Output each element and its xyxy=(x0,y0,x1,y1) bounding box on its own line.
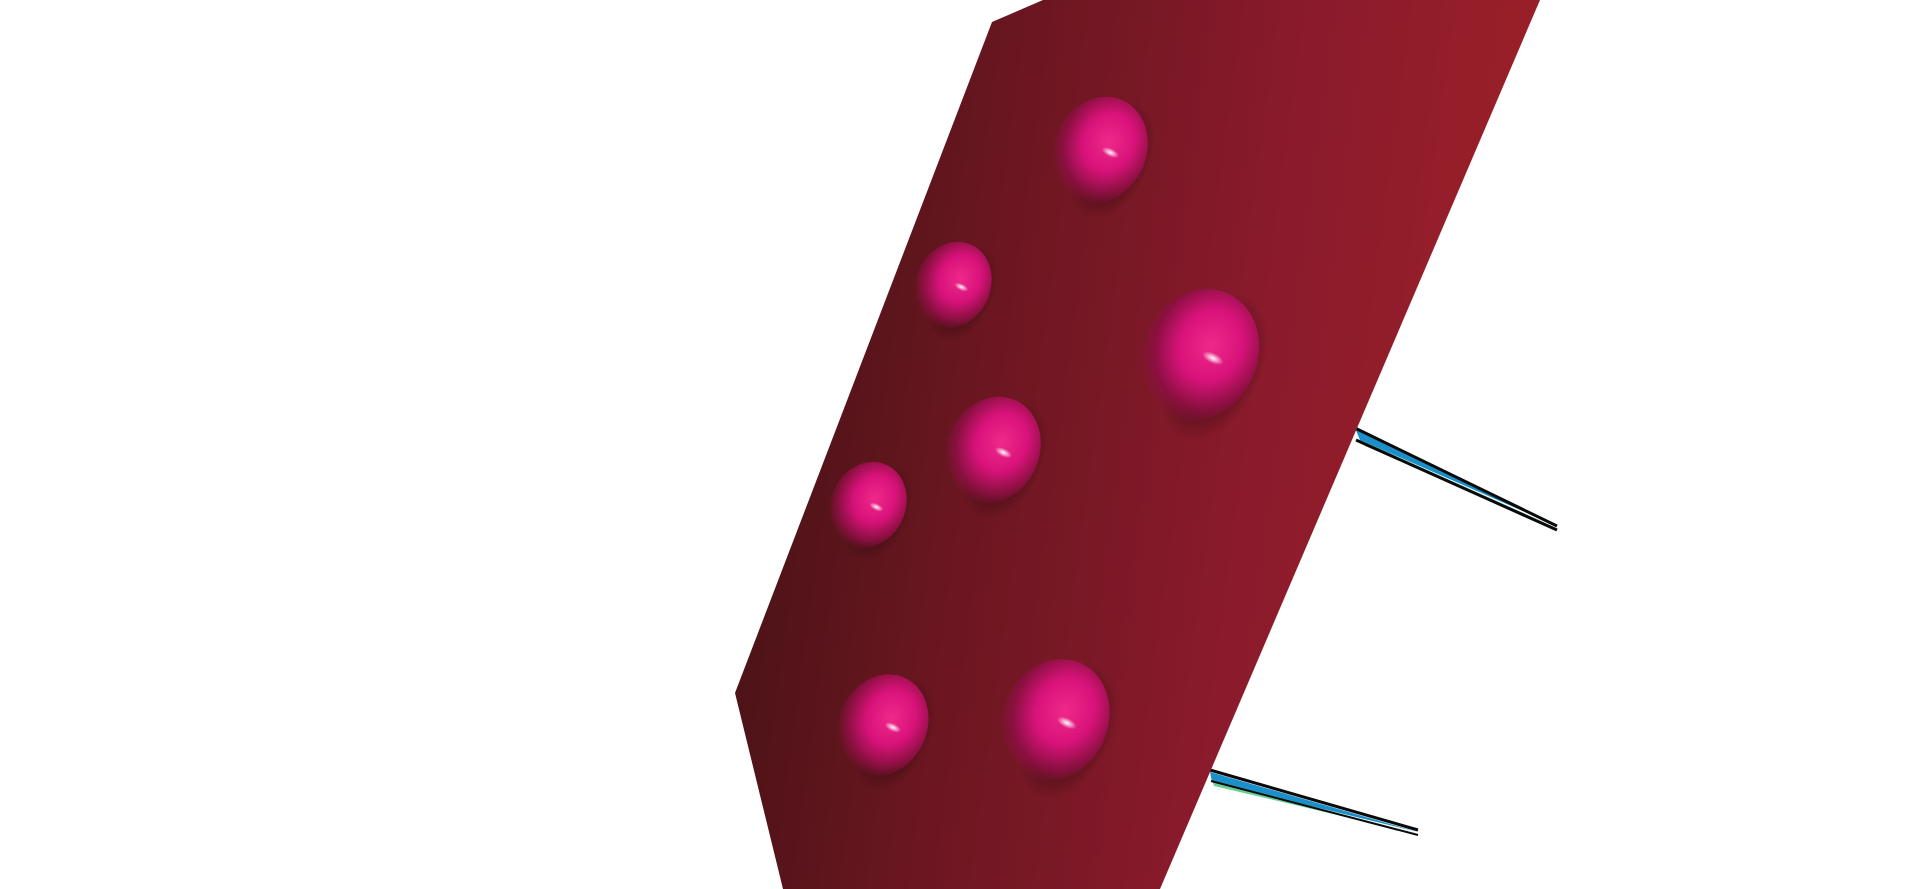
spike-upper xyxy=(1354,426,1558,532)
bump-4 xyxy=(945,396,1048,520)
surface-plate xyxy=(735,0,1540,889)
bump-3 xyxy=(1140,289,1269,441)
spike-lower xyxy=(1209,768,1419,836)
bump-6 xyxy=(837,674,936,792)
bump-1 xyxy=(1052,96,1155,220)
bump-5 xyxy=(829,461,913,562)
surface-bumps xyxy=(829,96,1269,800)
bump-2 xyxy=(914,241,998,342)
bump-7 xyxy=(1000,659,1118,800)
